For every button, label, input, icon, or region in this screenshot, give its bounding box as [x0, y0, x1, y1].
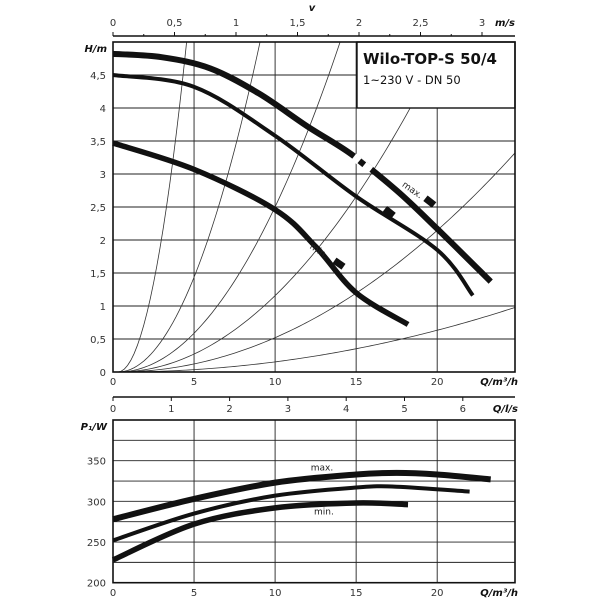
velocity-tick-label: 2,5 — [413, 18, 429, 29]
system-curves — [117, 42, 515, 372]
system-curve-line — [117, 42, 261, 372]
x-tick-label: 10 — [269, 588, 282, 599]
velocity-tick-label: 0,5 — [167, 18, 183, 29]
x-tick-label: 0 — [110, 588, 116, 599]
y-tick-label: 0 — [100, 368, 106, 379]
flow-ls-tick-label: 5 — [401, 404, 407, 415]
x-tick-label: 5 — [191, 588, 197, 599]
y-axis-label: H/m — [85, 44, 107, 55]
system-curve-line — [117, 42, 187, 372]
velocity-axis: v 0 0,5 1 1,5 2 2,5 3 m/s — [110, 3, 515, 37]
x-tick-label: 15 — [350, 588, 363, 599]
system-curve-line — [117, 42, 341, 372]
power-curve-mid — [112, 484, 470, 543]
x-tick-label: 15 — [350, 377, 363, 388]
system-curve-line — [117, 42, 446, 372]
min-label: min. — [314, 507, 334, 517]
head-curve-min — [112, 140, 410, 327]
flow-ls-tick-label: 6 — [460, 404, 466, 415]
speed-marker — [423, 195, 437, 208]
max-curve-dash — [357, 158, 367, 168]
velocity-axis-unit: m/s — [495, 18, 515, 29]
y-axis-label: P₁/W — [81, 422, 108, 433]
velocity-tick-label: 1 — [233, 18, 239, 29]
power-chart: max. min. 200 250 300 350 P₁/W 0 5 10 15 20 Q/m³/h — [81, 419, 518, 599]
flow-ls-tick-label: 2 — [226, 404, 232, 415]
flow-ls-tick-label: 0 — [110, 404, 116, 415]
plot-frame — [112, 419, 516, 584]
x-axis-label: Q/m³/h — [480, 377, 518, 388]
x-tick-label: 5 — [191, 377, 197, 388]
y-tick-label: 350 — [87, 457, 106, 468]
x-tick-label: 0 — [110, 377, 116, 388]
velocity-tick-label: 2 — [356, 18, 362, 29]
system-curve-line — [117, 152, 515, 372]
flow-ls-axis: 0 1 2 3 4 5 6 Q/l/s — [110, 396, 518, 415]
y-tick-label: 3 — [100, 170, 106, 181]
plot-frame — [112, 41, 516, 373]
chart-subtitle: 1~230 V - DN 50 — [363, 73, 461, 87]
y-tick-label: 4 — [100, 104, 106, 115]
y-tick-label: 0,5 — [90, 335, 106, 346]
max-label: max. — [311, 463, 333, 473]
x-tick-label: 10 — [269, 377, 282, 388]
y-tick-label: 3,5 — [90, 137, 106, 148]
y-tick-label: 300 — [87, 497, 106, 508]
velocity-tick-label: 0 — [110, 18, 116, 29]
power-curve-min — [111, 500, 409, 563]
chart-title: Wilo-TOP-S 50/4 — [363, 50, 497, 68]
x-tick-label: 20 — [431, 377, 444, 388]
x-tick-label: 20 — [431, 588, 444, 599]
head-curve-mid — [112, 73, 475, 297]
system-curve-line — [117, 307, 515, 372]
y-tick-label: 2,5 — [90, 203, 106, 214]
y-tick-label: 1 — [100, 302, 106, 313]
flow-ls-tick-label: 4 — [343, 404, 349, 415]
y-tick-label: 250 — [87, 538, 106, 549]
power-curve-max — [112, 469, 491, 523]
head-chart: max.min.Wilo-TOP-S 50/41~230 V - DN 5000… — [85, 41, 518, 388]
y-tick-label: 2 — [100, 236, 106, 247]
y-tick-label: 1,5 — [90, 269, 106, 280]
flow-ls-tick-label: 3 — [285, 404, 291, 415]
flow-ls-tick-label: 1 — [168, 404, 174, 415]
speed-marker — [332, 257, 346, 270]
x-axis-label: Q/m³/h — [480, 588, 518, 599]
y-tick-label: 200 — [87, 579, 106, 590]
speed-marker — [382, 206, 396, 219]
head-curve-max — [112, 50, 493, 284]
flow-ls-axis-label: Q/l/s — [493, 404, 518, 415]
y-tick-label: 4,5 — [90, 71, 106, 82]
velocity-tick-label: 3 — [479, 18, 485, 29]
velocity-axis-title: v — [309, 3, 316, 14]
velocity-tick-label: 1,5 — [290, 18, 306, 29]
